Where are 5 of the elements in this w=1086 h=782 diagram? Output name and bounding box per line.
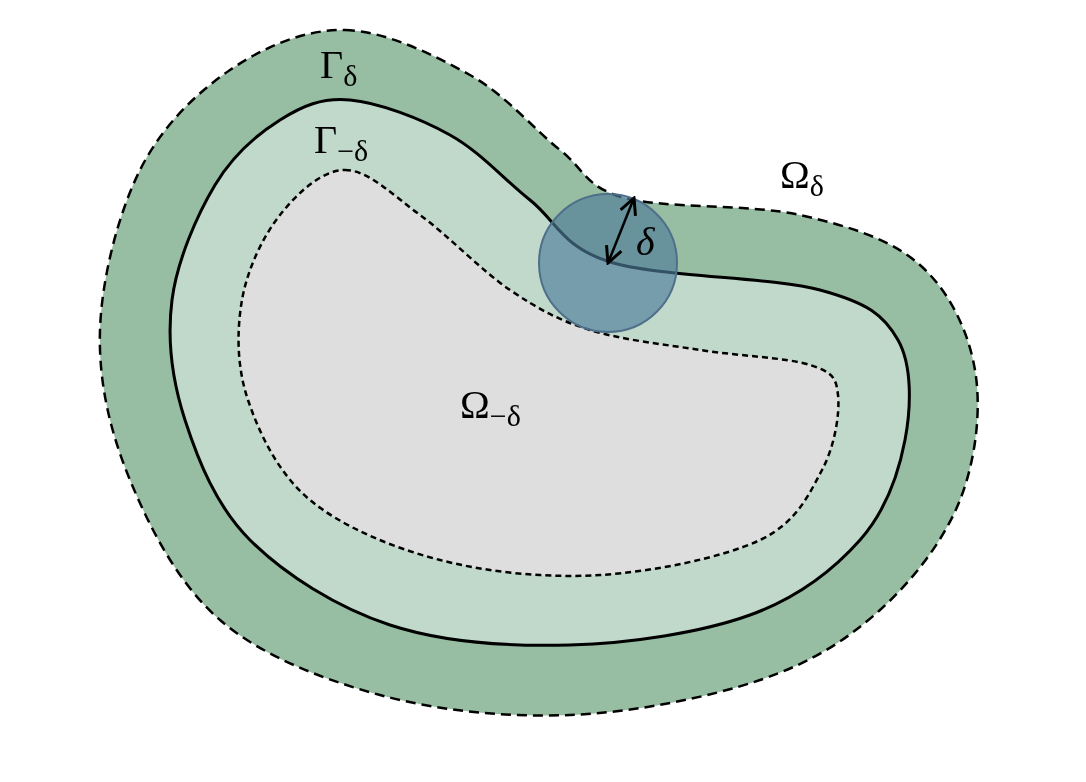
boundary-layer-label: Γ$_{δ}$ [320, 45, 358, 85]
inner-boundary-label: Γ$_{−δ}$ [314, 120, 369, 160]
width-label: δ [636, 222, 655, 262]
outer-domain-label: Ω$_{δ}$ [780, 155, 824, 195]
inner-domain-label: Ω$_{−δ}$ [460, 385, 521, 425]
